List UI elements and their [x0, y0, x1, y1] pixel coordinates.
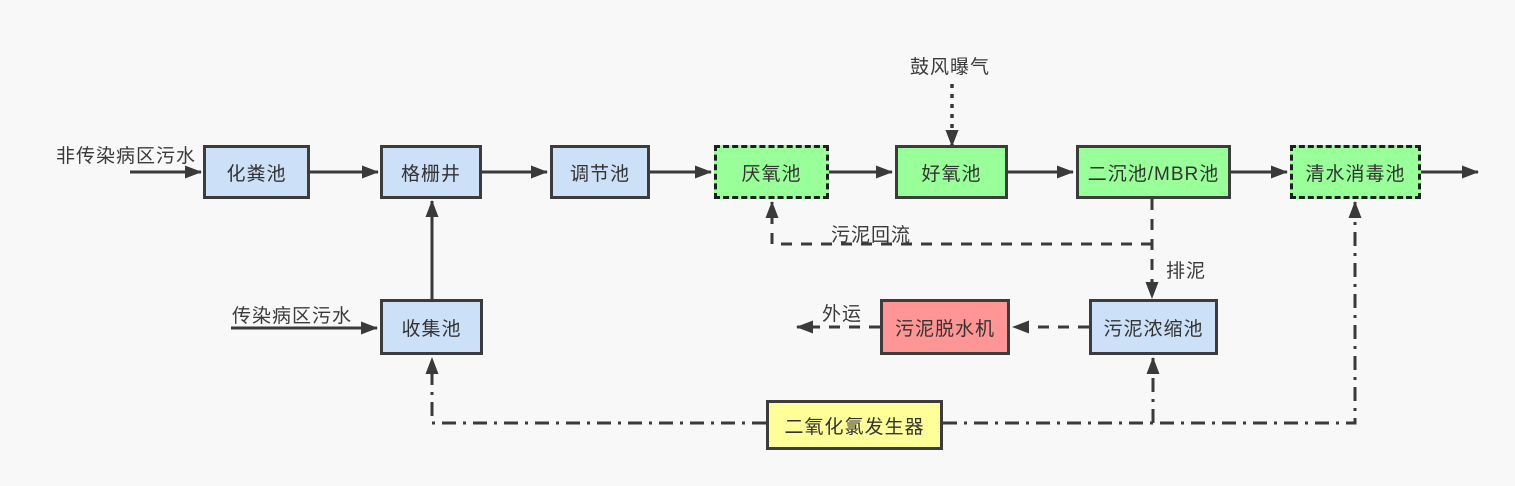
node-chlorine-dioxide-generator: 二氧化氯发生器 [766, 400, 943, 450]
label-outward-transport: 外运 [822, 304, 863, 325]
label-infectious-inflow: 传染病区污水 [232, 306, 353, 327]
node-grid-well: 格栅井 [380, 145, 482, 199]
node-secondary-sedimentation-mbr-tank: 二沉池/MBR池 [1076, 145, 1231, 199]
node-regulation-tank: 调节池 [550, 145, 650, 199]
edge-generator-to-disinfection [943, 201, 1362, 425]
edge-sludge-return-to-anaerobic [765, 201, 1152, 246]
node-aerobic-tank: 好氧池 [895, 145, 1008, 199]
label-sludge-discharge: 排泥 [1166, 261, 1207, 282]
node-anaerobic-tank: 厌氧池 [714, 145, 829, 199]
label-sludge-return: 污泥回流 [831, 225, 912, 246]
node-sludge-dewatering-machine: 污泥脱水机 [880, 299, 1010, 355]
label-aeration: 鼓风曝气 [910, 57, 991, 78]
node-sludge-thickening-tank: 污泥浓缩池 [1089, 299, 1218, 355]
node-septic-tank: 化粪池 [203, 145, 310, 199]
label-non-infectious-inflow: 非传染病区污水 [56, 146, 197, 167]
edge-generator-to-collection [425, 357, 766, 425]
node-collection-tank: 收集池 [380, 299, 483, 355]
node-clean-water-disinfection-tank: 清水消毒池 [1290, 145, 1421, 199]
